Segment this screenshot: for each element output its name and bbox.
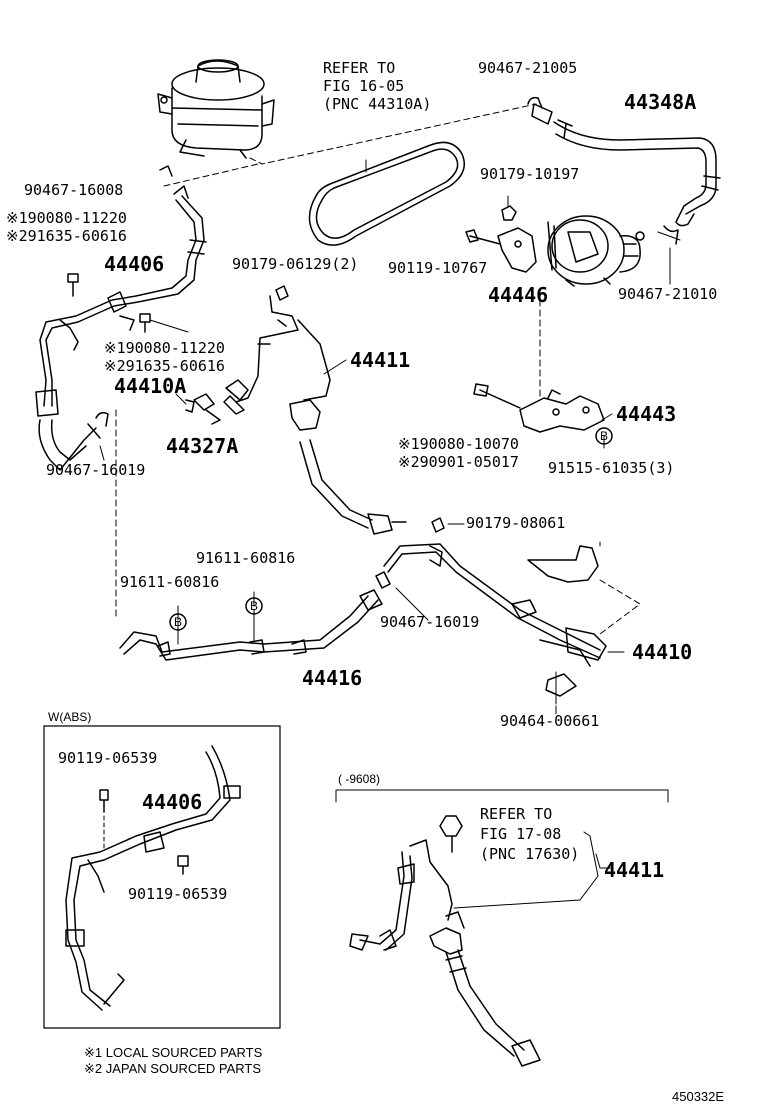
pressure-tube-44410	[383, 543, 607, 697]
part-label[interactable]: 91611-60816	[120, 573, 220, 591]
part-label[interactable]: 90467-21005	[478, 59, 578, 77]
part-label[interactable]: ※190080-10070	[398, 435, 519, 453]
date-range-label: ( -9608)	[338, 772, 381, 786]
part-label[interactable]: 44411	[604, 858, 665, 882]
note-japan-sourced: ※2 JAPAN SOURCED PARTS	[84, 1061, 262, 1076]
figure-id: 450332E	[672, 1089, 725, 1104]
part-label[interactable]: 44406	[104, 252, 165, 276]
drive-belt	[308, 141, 465, 246]
clamp-90467-16008	[159, 165, 173, 177]
part-label[interactable]: 90467-16008	[24, 181, 124, 199]
clip-44327A	[185, 399, 195, 413]
bolt-mark-b-3: B	[250, 599, 259, 613]
suction-pipe-44406	[35, 185, 207, 471]
part-label[interactable]: 44348A	[624, 90, 697, 114]
tank-leader-line-2	[163, 163, 259, 187]
note-local-sourced: ※1 LOCAL SOURCED PARTS	[84, 1045, 263, 1060]
part-label[interactable]: 44410A	[114, 374, 187, 398]
nut-90179-08061	[431, 517, 445, 533]
part-label[interactable]: 90467-21010	[618, 285, 718, 303]
part-label[interactable]: 90467-16019	[380, 613, 480, 631]
return-hose-44348A	[531, 103, 721, 227]
inset-bolt-upper	[99, 789, 109, 813]
variant-leader-line	[453, 831, 599, 909]
part-label[interactable]: 91515-61035(3)	[548, 459, 675, 477]
part-label[interactable]: 91611-60816	[196, 549, 296, 567]
inset-abs-frame	[43, 725, 281, 1029]
refer-note-1-line-1: REFER TO	[323, 59, 396, 77]
bolt-190080-10070	[473, 383, 521, 409]
inset-bolt-lower	[177, 855, 189, 875]
refer-note-2-line-1: REFER TO	[480, 805, 553, 823]
part-label[interactable]: 90119-06539	[58, 749, 158, 767]
part-label[interactable]: 90467-16019	[46, 461, 146, 479]
reservoir-tank	[157, 59, 275, 159]
part-label[interactable]: 44327A	[166, 434, 239, 458]
pressure-hose-44411	[289, 319, 407, 535]
pressure-tube-44410A	[193, 295, 299, 425]
part-label[interactable]: 90179-06129(2)	[232, 255, 359, 273]
part-label[interactable]: ※291635-60616	[104, 357, 225, 375]
nut-90179-10197	[501, 205, 517, 221]
return-tube-44416	[119, 589, 383, 661]
part-label[interactable]: 44416	[302, 666, 363, 690]
bracket-44443	[519, 389, 605, 433]
bracket-44446	[497, 227, 537, 273]
date-range-bracket	[335, 789, 669, 803]
bolt-mark-b-1: B	[600, 429, 609, 443]
refer-note-1-line-3: (PNC 44310A)	[323, 95, 432, 113]
nut-90179-06129	[275, 285, 289, 301]
tank-leader-line	[249, 103, 537, 165]
part-label[interactable]: ※190080-11220	[104, 339, 225, 357]
part-label[interactable]: ※190080-11220	[6, 209, 127, 227]
clamp-90467-16019-lower	[375, 571, 391, 589]
bolt-190080-11220-lower	[139, 313, 151, 333]
clamp-90467-16019-upper	[95, 411, 109, 427]
clamp-90467-21005	[527, 96, 543, 109]
part-label[interactable]: ※291635-60616	[6, 227, 127, 245]
power-steering-pump	[547, 215, 645, 287]
refer-note-2-line-3: (PNC 17630)	[480, 845, 580, 863]
part-label[interactable]: 90119-10767	[388, 259, 488, 277]
steering-gear-fitting	[527, 545, 599, 583]
refer-note-1-line-2: FIG 16-05	[323, 77, 405, 95]
part-label[interactable]: 44446	[488, 283, 549, 307]
gear-leader-line	[599, 579, 641, 635]
part-label[interactable]: 44410	[632, 640, 693, 664]
bolt-circle-marks	[169, 427, 613, 631]
pressure-hose-44411-variant	[349, 839, 541, 1067]
bolt-190080-11220-upper	[67, 273, 79, 297]
part-label[interactable]: 90179-08061	[466, 514, 566, 532]
part-label[interactable]: ※290901-05017	[398, 453, 519, 471]
label-leader-lines	[99, 247, 671, 869]
part-label[interactable]: 90179-10197	[480, 165, 580, 183]
inset-abs-label: W(ABS)	[48, 710, 92, 724]
bolt-mark-b-2: B	[174, 615, 183, 629]
clamp-90467-21010	[663, 225, 679, 245]
refer-note-2-line-2: FIG 17-08	[480, 825, 562, 843]
part-label[interactable]: 90464-00661	[500, 712, 600, 730]
part-label[interactable]: 44411	[350, 348, 411, 372]
bolt-90119-10767	[465, 229, 501, 245]
part-label[interactable]: 90119-06539	[128, 885, 228, 903]
inset-abs-suction-pipe	[65, 745, 241, 1011]
part-label[interactable]: 44406	[142, 790, 203, 814]
pressure-switch-17630	[439, 815, 463, 853]
part-label[interactable]: 44443	[616, 402, 677, 426]
